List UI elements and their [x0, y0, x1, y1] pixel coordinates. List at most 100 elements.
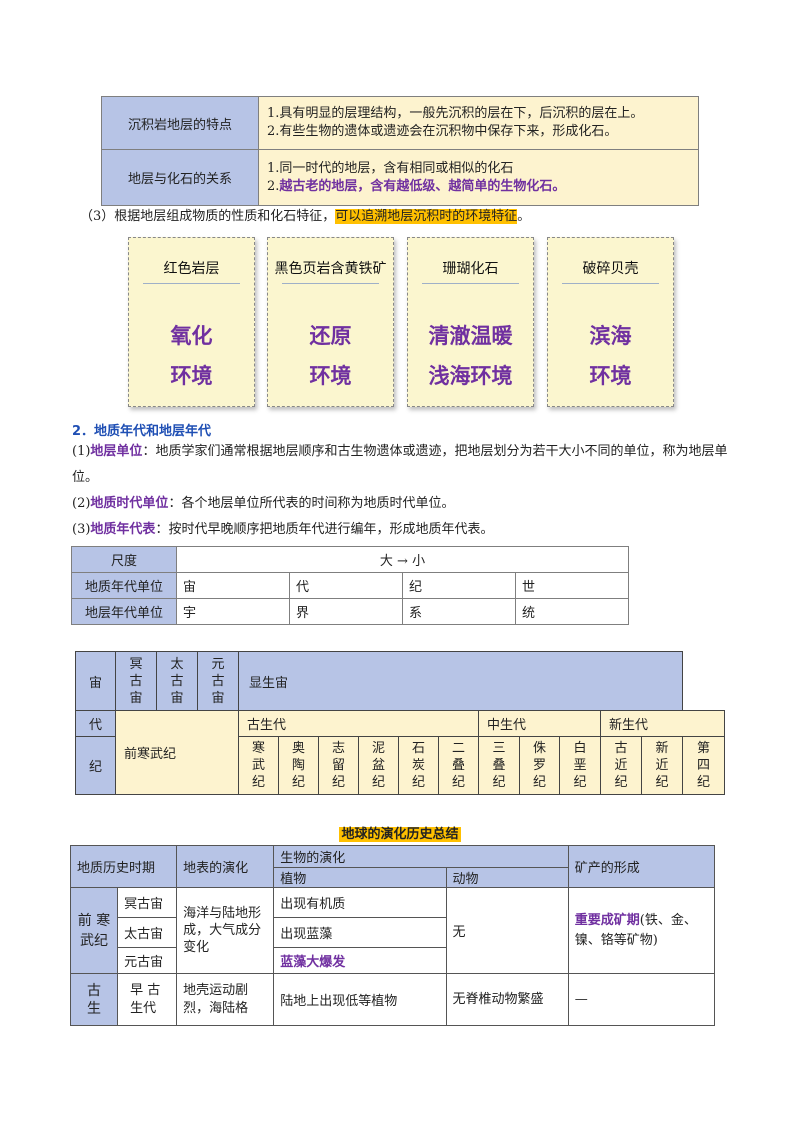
card-line: 环境 — [589, 364, 632, 388]
table-row: 植物 动物 — [71, 867, 715, 888]
table-header: 尺度 — [71, 546, 177, 573]
precambrian-cell: 前寒武纪 — [115, 710, 239, 795]
table-row: 尺度 大 → 小 — [71, 546, 629, 573]
card-shell: 破碎贝壳 滨海环境 — [547, 237, 674, 407]
row-label: 地层与化石的关系 — [101, 149, 259, 206]
table-cell: 宇 — [176, 598, 290, 625]
row-label: 地层年代单位 — [71, 598, 177, 625]
key-term: 地质年代表 — [90, 522, 156, 537]
card-black-shale: 黑色页岩含黄铁矿 还原环境 — [267, 237, 394, 407]
card-line: 氧化 — [170, 324, 213, 348]
card-title: 黑色页岩含黄铁矿 — [274, 261, 387, 277]
key-term: 重要成矿期 — [574, 912, 640, 928]
row-label: 沉积岩地层的特点 — [101, 96, 259, 150]
card-red-rock: 红色岩层 氧化环境 — [128, 237, 255, 407]
phanerozoic-cell: 显生宙 — [238, 651, 683, 711]
para-text: ：按时代早晚顺序把地质年代进行编年，形成地质年代表。 — [155, 522, 494, 537]
period-cell: 古近纪 — [600, 736, 642, 795]
line: 2.有些生物的遗体或遗迹会在沉积物中保存下来，形成化石。 — [267, 124, 618, 139]
animal-cell: 无脊椎动物繁盛 — [445, 973, 569, 1026]
table-cell: 系 — [402, 598, 516, 625]
card-line: 清澈温暖 — [428, 324, 513, 348]
card-line: 环境 — [309, 364, 352, 388]
vertical-text: 冥古宙 — [129, 656, 143, 706]
units-table: 尺度 大 → 小 地质年代单位 宙 代 纪 世 地层年代单位 宇 界 系 统 — [71, 546, 629, 625]
card-title: 红色岩层 — [163, 261, 220, 277]
paragraph: (1)地层单位：地质学家们通常根据地层顺序和古生物遗体或遗迹，把地层划分为若干大… — [72, 439, 734, 491]
period-cell: 侏罗纪 — [519, 736, 560, 795]
mineral-cell: — — [567, 973, 716, 1026]
period-cell: 泥盆纪 — [358, 736, 399, 795]
table-cell: 界 — [289, 598, 403, 625]
period-cell: 奥陶纪 — [278, 736, 319, 795]
table-row: 地质年代单位 宙 代 纪 世 — [71, 572, 629, 599]
title-text: 地球的演化历史总结 — [339, 827, 461, 842]
line: 1.同一时代的地层，含有相同或相似的化石 — [267, 160, 514, 176]
emphasis-text: 越古老的地层，含有越低级、越简单的生物化石。 — [279, 178, 566, 194]
card-line: 浅海环境 — [428, 364, 513, 388]
vertical-text: 元古宙 — [211, 656, 225, 706]
highlight-text: 可以追溯地层沉积时的环境特征 — [335, 209, 518, 224]
line-highlight: 2.越古老的地层，含有越低级、越简单的生物化石。 — [267, 178, 692, 196]
period-cell: 新近纪 — [641, 736, 683, 795]
table-cell: 统 — [515, 598, 629, 625]
era-cell: 新生代 — [600, 710, 725, 737]
line: 1.具有明显的层理结构，一般先沉积的层在下，后沉积的层在上。 — [267, 106, 644, 121]
eon-header: 宙 — [75, 651, 116, 711]
header-surface: 地表的演化 — [176, 845, 275, 888]
table-title: 地球的演化历史总结 — [0, 823, 800, 842]
para-text: ：地质学家们通常根据地层顺序和古生物遗体或遗迹，把地层划分为若干大小不同的单位，… — [72, 444, 728, 485]
table-cell: 宙 — [176, 572, 290, 599]
paragraph-3: （3）根据地层组成物质的性质和化石特征，可以追溯地层沉积时的环境特征。 — [80, 205, 530, 224]
period-header: 纪 — [75, 736, 116, 795]
divider — [282, 283, 379, 284]
table-row: 太古宙 出现蓝藻 — [71, 917, 715, 948]
divider — [143, 283, 240, 284]
header-mineral: 矿产的形成 — [567, 845, 716, 888]
divider — [562, 283, 659, 284]
mineral-text: (铁、金、镍、铬等矿物) — [574, 912, 697, 948]
plant-cell: 出现蓝藻 — [273, 917, 447, 948]
table-row: 沉积岩地层的特点 1.具有明显的层理结构，一般先沉积的层在下，后沉积的层在上。 … — [101, 96, 699, 150]
header-period: 地质历史时期 — [69, 845, 178, 888]
eon-cell: 冥古宙 — [115, 651, 157, 711]
para-text: 。 — [517, 209, 531, 224]
eon-cell: 元古宙 — [117, 947, 178, 974]
plant-cell: 蓝藻大爆发 — [273, 947, 447, 974]
period-cell: 石炭纪 — [398, 736, 439, 795]
para-text: （3）根据地层组成物质的性质和化石特征， — [80, 209, 336, 224]
surface-cell: 地壳运动剧烈，海陆格 — [176, 973, 275, 1026]
vertical-text: 太古宙 — [170, 656, 184, 706]
card-line: 还原 — [309, 324, 352, 348]
table-row: 地层与化石的关系 1.同一时代的地层，含有相同或相似的化石 2.越古老的地层，含… — [101, 149, 699, 206]
table-row: 古生 早 古生代 地壳运动剧烈，海陆格 陆地上出现低等植物 无脊椎动物繁盛 — — [69, 973, 716, 1026]
table-row: 前 寒武纪 冥古宙 海洋与陆地形成，大气成分变化 出现有机质 无 重要成矿期(铁… — [69, 887, 716, 974]
table-cell: 纪 — [402, 572, 516, 599]
period-cell: 三叠纪 — [478, 736, 520, 795]
geologic-timescale-table: 宙 冥古宙 太古宙 元古宙 显生宙 代 前寒武纪 古生代 中生代 新生代 纪 寒… — [75, 651, 725, 795]
eon-cell: 元古宙 — [197, 651, 239, 711]
row-label: 地质年代单位 — [71, 572, 177, 599]
divider — [422, 283, 519, 284]
earth-history-table: 地质历史时期 地表的演化 生物的演化 矿产的形成 植物 动物 前 寒武纪 冥古宙… — [69, 845, 716, 1026]
card-title: 破碎贝壳 — [582, 261, 639, 277]
eon-cell: 太古宙 — [156, 651, 198, 711]
key-term: 地层单位 — [90, 444, 143, 459]
para-num: (2) — [72, 496, 91, 511]
mineral-cell: 重要成矿期(铁、金、镍、铬等矿物) — [567, 887, 716, 974]
scale-value: 大 → 小 — [176, 546, 629, 573]
plant-cell: 陆地上出现低等植物 — [273, 973, 447, 1026]
para-text: ：各个地层单位所代表的时间称为地质时代单位。 — [168, 496, 455, 511]
plant-cell: 出现有机质 — [273, 887, 447, 918]
sub-era-cell: 早 古生代 — [117, 973, 178, 1026]
table-row: 代 前寒武纪 古生代 中生代 新生代 — [75, 710, 725, 795]
animal-cell: 无 — [445, 887, 569, 974]
eon-cell: 太古宙 — [117, 917, 178, 948]
card-line: 环境 — [170, 364, 213, 388]
line-num: 2. — [267, 178, 280, 194]
header-bio: 生物的演化 — [273, 845, 569, 868]
table-row: 地质历史时期 地表的演化 生物的演化 矿产的形成 — [69, 845, 716, 888]
eon-cell: 冥古宙 — [117, 887, 178, 918]
paragraph: (3)地质年代表：按时代早晚顺序把地质年代进行编年，形成地质年代表。 — [72, 517, 734, 543]
card-title: 珊瑚化石 — [442, 261, 499, 277]
